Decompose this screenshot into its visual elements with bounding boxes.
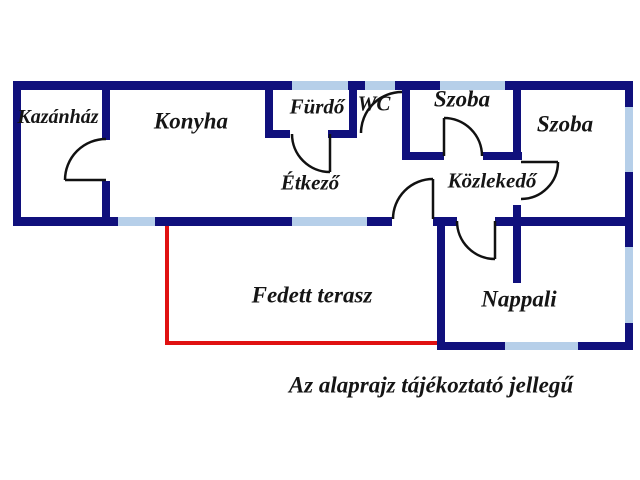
wall-furdo-left bbox=[265, 90, 273, 137]
wall-furdo-wc-divider bbox=[349, 83, 357, 133]
window-etkezo-south bbox=[292, 217, 367, 226]
wall-mid-west bbox=[13, 217, 392, 226]
wall-right bbox=[625, 81, 633, 350]
door-arc-furdo bbox=[290, 133, 331, 174]
window-szoba2 bbox=[625, 107, 633, 172]
door-arc-nappali bbox=[455, 220, 496, 261]
wall-furdo-bottom-right bbox=[328, 130, 357, 138]
wall-szoba1-bottom-left bbox=[402, 152, 444, 160]
wall-furdo-bottom-left bbox=[265, 130, 290, 138]
room-label-kazanhaz: Kazánház bbox=[17, 106, 99, 128]
wall-nappali-left bbox=[437, 226, 445, 342]
wall-wc-right bbox=[402, 83, 410, 160]
window-szoba1 bbox=[440, 81, 505, 90]
wall-nappali-stub bbox=[513, 205, 521, 283]
door-arc-szoba1 bbox=[443, 116, 484, 157]
door-arc-kazanhaz bbox=[63, 137, 107, 181]
wall-szoba-divider bbox=[513, 83, 521, 160]
wall-mid-center bbox=[433, 217, 457, 226]
door-arc-terasz bbox=[391, 177, 434, 220]
room-label-etkezo: Étkező bbox=[280, 170, 340, 195]
window-wc bbox=[365, 81, 395, 90]
room-label-furdo: Fürdő bbox=[289, 94, 345, 119]
room-label-kozlekedo: Közlekedő bbox=[447, 168, 537, 193]
door-arc-szoba2 bbox=[520, 161, 560, 201]
wall-left bbox=[13, 81, 21, 226]
terrace-outline bbox=[165, 226, 437, 345]
room-label-wc: WC bbox=[357, 91, 391, 116]
wall-kazanhaz-divider-upper bbox=[102, 81, 110, 140]
disclaimer-text: Az alaprajz tájékoztató jellegű bbox=[288, 372, 574, 398]
wall-mid-east bbox=[495, 217, 633, 226]
room-label-nappali: Nappali bbox=[481, 286, 557, 312]
window-konyha-south bbox=[118, 217, 155, 226]
room-label-szoba2: Szoba bbox=[536, 111, 594, 137]
wall-szoba1-bottom-right bbox=[483, 152, 522, 160]
window-furdo bbox=[292, 81, 348, 90]
window-nappali-east bbox=[625, 247, 633, 323]
wall-kazanhaz-divider-lower bbox=[102, 181, 110, 226]
room-label-konyha: Konyha bbox=[153, 108, 229, 134]
window-nappali-south bbox=[505, 342, 578, 350]
door-arc-wc bbox=[359, 90, 403, 134]
room-label-fedett-terasz: Fedett terasz bbox=[251, 282, 373, 308]
room-label-szoba1: Szoba bbox=[433, 86, 491, 112]
